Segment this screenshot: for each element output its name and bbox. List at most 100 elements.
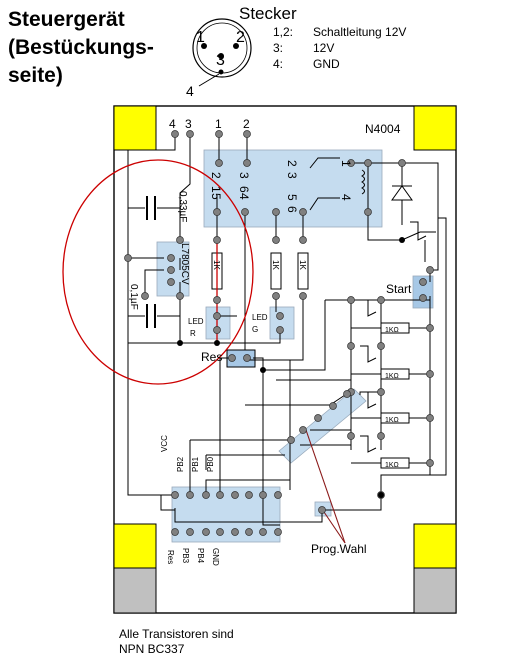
ic-pad: [231, 491, 239, 499]
pin-legend-key: 3:: [273, 41, 284, 55]
pin-legend-value: Schaltleitung 12V: [313, 25, 407, 39]
trace: [322, 495, 382, 511]
trace: [402, 162, 439, 271]
start-pad: [419, 294, 427, 302]
resistor-pad: [299, 236, 307, 244]
right-resistor-label: 1KΩ: [385, 373, 399, 380]
relay-pin-label: 6: [237, 186, 251, 193]
transistor-symbol: [410, 221, 427, 241]
relay-pad: [215, 159, 223, 167]
start-pad: [419, 278, 427, 286]
title-line-3: seite): [8, 64, 63, 87]
relay-pin-label: 2: [285, 160, 299, 167]
prog-select-label: Prog.Wahl: [311, 542, 367, 556]
relay-pin-label: 3: [285, 172, 299, 179]
resistor-body: [297, 252, 309, 290]
trace: [253, 357, 264, 495]
transistor-note: Alle Transistoren sind NPN BC337: [119, 627, 234, 657]
trace: [430, 217, 447, 476]
resistor-pad: [213, 296, 221, 304]
regulator-pad: [167, 266, 175, 274]
transistor-note-line-2: NPN BC337: [119, 642, 185, 656]
traces: [127, 134, 447, 526]
ic-pad: [216, 491, 224, 499]
trace: [367, 163, 421, 241]
capacitors: [146, 196, 156, 328]
relay-pad: [241, 208, 249, 216]
cap-pad: [124, 254, 132, 262]
ic-pad: [202, 528, 210, 536]
ladder-pad: [426, 370, 434, 378]
ladder-pad: [377, 388, 385, 396]
pin-legend-key: 4:: [273, 57, 284, 71]
right-resistors: [380, 322, 410, 469]
ic-pin-label: PB3: [181, 548, 190, 564]
trace: [380, 296, 431, 495]
resistor-pad: [299, 292, 307, 300]
header-pad: [171, 130, 179, 138]
ic-pad: [171, 528, 179, 536]
reset-pad: [243, 354, 251, 362]
relay-pin-label: 3: [237, 172, 251, 179]
capacitor-label: 0,33µF: [177, 191, 188, 222]
relay-pin-label: 2: [209, 172, 223, 179]
relay-pin-label: 4: [237, 193, 251, 200]
ladder-pad: [426, 414, 434, 422]
header-pin-label: 3: [185, 117, 192, 131]
led-green-label: G: [252, 325, 258, 334]
resistor-body: [380, 457, 410, 469]
board-labels: 4 3 1 2 N4004 2 1 3 6 5 4 2 3 5 6 1 4 0,…: [128, 117, 412, 566]
ic-pin-label: PB4: [196, 548, 205, 564]
connector-pin-legend: 1,2: Schaltleitung 12V 3: 12V 4: GND: [273, 24, 406, 72]
connector-title: Stecker: [239, 4, 297, 23]
connector-pin-dot: [233, 43, 239, 49]
start-pad: [426, 266, 434, 274]
junction-dots: [177, 237, 405, 498]
trace: [245, 296, 304, 361]
transistor-symbol: [360, 435, 377, 453]
connector-pin-dot: [201, 43, 207, 49]
ic-pad: [171, 491, 179, 499]
ic-pad: [245, 491, 253, 499]
diode-triangle: [391, 185, 413, 201]
pin-legend-row: 4: GND: [273, 56, 406, 72]
resistor-label: 1K: [271, 260, 280, 270]
pin-legend-key: 1,2:: [273, 25, 294, 39]
pin-legend-value: 12V: [313, 41, 335, 55]
trace: [127, 134, 176, 496]
regulator-pad: [167, 278, 175, 286]
led-red-label: R: [190, 329, 196, 338]
title-line-1: Steuergerät: [8, 8, 125, 31]
ic-pad: [274, 491, 282, 499]
relay-pin-label: 5: [209, 193, 223, 200]
resistor-pad: [272, 236, 280, 244]
ic-pad: [259, 528, 267, 536]
ic-pad: [245, 528, 253, 536]
regulator-label: L7805CV: [179, 243, 190, 285]
ic-pin-label: GND: [211, 548, 220, 566]
led-pad: [276, 312, 284, 320]
capacitor-label: 0,1µF: [128, 284, 139, 310]
ic-pad: [186, 528, 194, 536]
page-title: Steuergerät (Bestückungs- seite): [8, 6, 154, 90]
connector-pin-label: 4: [186, 83, 194, 99]
ic-pad: [259, 491, 267, 499]
relay-pad: [364, 159, 372, 167]
header-pad: [215, 130, 223, 138]
pin-legend-value: GND: [313, 57, 340, 71]
reset-pad: [228, 354, 236, 362]
led-pad: [276, 326, 284, 334]
switch-pad: [314, 414, 322, 422]
led-red-label: LED: [188, 317, 204, 326]
led-green-label: LED: [252, 313, 268, 322]
relay-symbols: [309, 157, 413, 211]
trace: [174, 508, 323, 523]
pin-legend-row: 1,2: Schaltleitung 12V: [273, 24, 406, 40]
connector-pin-dot: [218, 53, 224, 59]
switch-pad: [329, 402, 337, 410]
relay-pad: [398, 159, 406, 167]
relay-pad: [299, 208, 307, 216]
ladder-pad: [377, 342, 385, 350]
regulator-pad: [176, 236, 184, 244]
